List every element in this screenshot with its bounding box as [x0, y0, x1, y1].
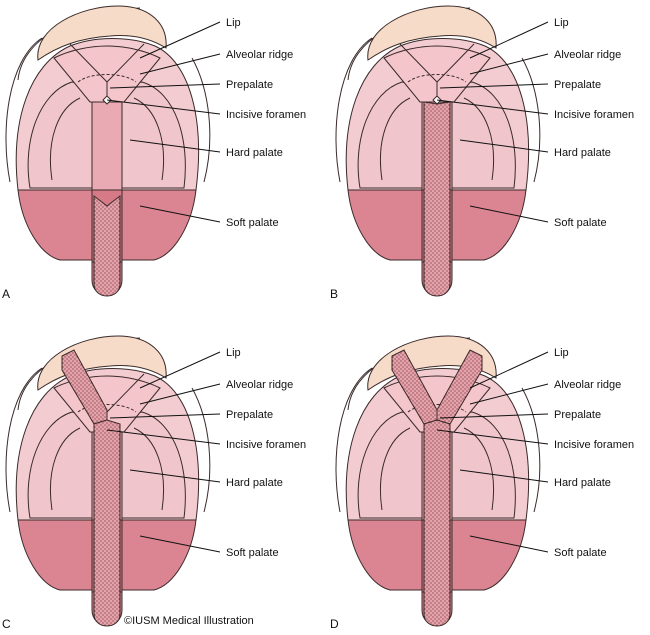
label-alveolar-ridge: Alveolar ridge [226, 379, 293, 391]
label-alveolar-ridge: Alveolar ridge [554, 379, 621, 391]
cleft-region [93, 194, 121, 297]
panel-b: Lip Alveolar ridge Prepalate Incisive fo… [330, 5, 634, 301]
leader-line [106, 429, 221, 445]
leader-line [139, 383, 221, 405]
label-alveolar-ridge: Alveolar ridge [554, 49, 621, 61]
cleft-region [423, 101, 451, 297]
label-alveolar-ridge: Alveolar ridge [226, 49, 293, 61]
panel-c: Lip Alveolar ridge Prepalate Incisive fo… [2, 335, 306, 631]
label-soft-palate: Soft palate [226, 547, 279, 559]
label-incisive-foramen: Incisive foramen [554, 439, 634, 451]
label-soft-palate: Soft palate [554, 547, 607, 559]
leader-line [139, 205, 221, 223]
label-hard-palate: Hard palate [554, 147, 611, 159]
leader-line [469, 535, 549, 553]
leader-line [139, 351, 221, 389]
label-hard-palate: Hard palate [226, 477, 283, 489]
label-lip: Lip [554, 17, 569, 29]
label-prepalate: Prepalate [226, 79, 273, 91]
figure-credit: ©IUSM Medical Illustration [124, 615, 254, 627]
label-hard-palate: Hard palate [554, 477, 611, 489]
leader-line [469, 383, 549, 405]
leader-line [436, 99, 549, 115]
label-lip: Lip [226, 17, 241, 29]
leader-line [109, 413, 221, 419]
label-hard-palate: Hard palate [226, 147, 283, 159]
panel-letter-b: B [330, 287, 338, 301]
leader-line [139, 53, 221, 75]
leader-line [436, 429, 549, 445]
label-incisive-foramen: Incisive foramen [554, 109, 634, 121]
panel-a: Lip Alveolar ridge Prepalate Incisive fo… [2, 5, 306, 301]
leader-line [439, 83, 549, 89]
leader-line [139, 535, 221, 553]
leader-line [469, 205, 549, 223]
panel-d: Lip Alveolar ridge Prepalate Incisive fo… [330, 335, 634, 631]
panel-letter-a: A [2, 287, 10, 301]
cleft-region [93, 419, 121, 627]
leader-line [469, 53, 549, 75]
label-soft-palate: Soft palate [554, 217, 607, 229]
label-prepalate: Prepalate [554, 79, 601, 91]
leader-line [469, 21, 549, 59]
leader-line [129, 139, 221, 153]
leader-line [109, 83, 221, 89]
leader-line [139, 21, 221, 59]
label-lip: Lip [226, 347, 241, 359]
cleft-region [423, 419, 451, 627]
leader-line [469, 351, 549, 389]
leader-line [439, 413, 549, 419]
panel-letter-d: D [330, 617, 339, 631]
label-lip: Lip [554, 347, 569, 359]
leader-line [459, 139, 549, 153]
label-prepalate: Prepalate [554, 409, 601, 421]
label-incisive-foramen: Incisive foramen [226, 109, 306, 121]
label-soft-palate: Soft palate [226, 217, 279, 229]
panel-letter-c: C [2, 617, 11, 631]
leader-line [459, 469, 549, 483]
label-incisive-foramen: Incisive foramen [226, 439, 306, 451]
leader-line [106, 99, 221, 115]
label-prepalate: Prepalate [226, 409, 273, 421]
leader-line [129, 469, 221, 483]
